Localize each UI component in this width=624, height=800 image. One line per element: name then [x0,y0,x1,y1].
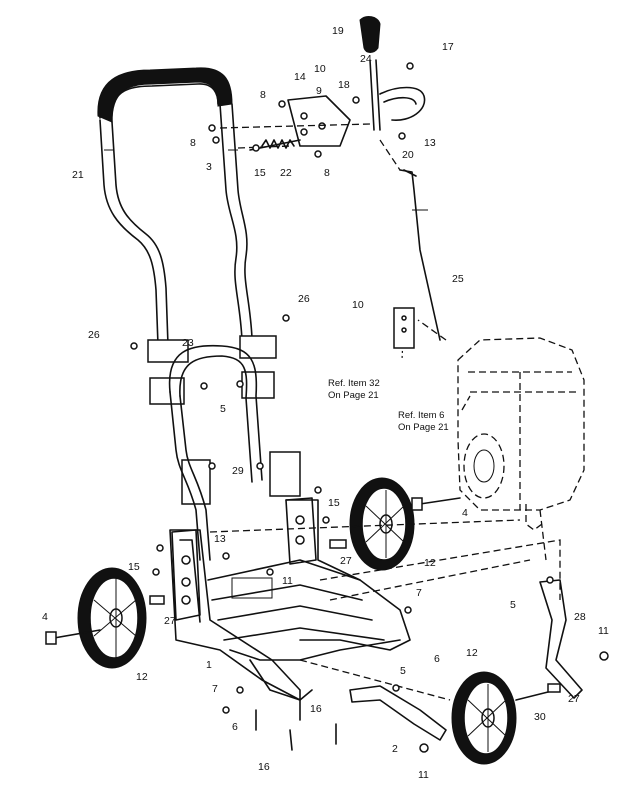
right-axle-plate [285,497,317,565]
callout-12-front: 12 [466,647,478,659]
upper-handle [97,67,253,346]
callout-19: 19 [332,25,344,37]
engine-outline [457,337,585,561]
callout-8-left: 8 [190,137,196,149]
callout-9: 9 [316,85,322,97]
callout-3: 3 [206,161,212,173]
callout-6-right: 6 [434,653,440,665]
callout-16-bottom: 16 [258,761,270,773]
callout-5-right: 5 [510,599,516,611]
ref-item-6-line2: On Page 21 [398,422,449,433]
hardware-markers [130,62,609,753]
callout-15-top: 15 [254,167,266,179]
callout-11-bottom: 11 [418,769,429,781]
cable-clamp [393,307,415,349]
callout-18: 18 [338,79,350,91]
callout-13-top: 13 [424,137,436,149]
callout-25: 25 [452,273,464,285]
callout-8-lower: 8 [324,167,330,179]
callout-6-left: 6 [232,721,238,733]
callout-26-right: 26 [298,293,310,305]
callout-4-left: 4 [42,611,48,623]
callout-8-upper: 8 [260,89,266,101]
wheel-left [77,567,147,669]
deck-frame [169,499,411,701]
axle-bolts [45,497,561,701]
height-adjust-arm [349,579,583,741]
callout-27-left: 27 [164,615,176,627]
callout-21: 21 [72,169,84,181]
callout-26-left: 26 [88,329,100,341]
callout-20: 20 [402,149,414,161]
callout-24: 24 [360,53,372,65]
callout-22: 22 [280,167,292,179]
wheel-front-right [451,671,517,765]
callout-10-top: 10 [314,63,326,75]
callout-29: 29 [232,465,244,477]
callout-10-mid: 10 [352,299,364,311]
ref-item-32-line1: Ref. Item 32 [328,378,380,389]
callout-7-left: 7 [212,683,218,695]
callout-1: 1 [206,659,212,671]
callout-27-mid: 27 [340,555,352,567]
callout-7-right: 7 [416,587,422,599]
callout-30: 30 [534,711,546,723]
callout-5-lower: 5 [400,665,406,677]
callout-11-right: 11 [598,625,609,637]
wheel-rear-right [349,477,415,571]
callout-14: 14 [294,71,306,83]
ref-item-32-line2: On Page 21 [328,390,379,401]
callout-4-right: 4 [462,507,468,519]
leader-lines [209,123,561,701]
lower-handle [168,344,263,561]
callout-15-left: 15 [128,561,140,573]
callout-12-left: 12 [136,671,148,683]
callout-11-mid: 11 [282,575,293,587]
callout-13-mid: 13 [214,533,226,545]
reference-notes: Ref. Item 32 On Page 21 Ref. Item 6 On P… [328,378,449,433]
left-axle-plate [171,529,201,621]
callout-5-upper: 5 [220,403,226,415]
handle-brackets [147,335,301,505]
callout-15-right: 15 [328,497,340,509]
callout-23: 23 [182,337,194,349]
callout-12-rear: 12 [424,557,436,569]
callout-2: 2 [392,743,398,755]
callout-28: 28 [574,611,586,623]
callout-17: 17 [442,41,454,53]
callout-16-mid: 16 [310,703,322,715]
ref-item-6-line1: Ref. Item 6 [398,410,444,421]
callout-labels: 19 17 24 10 18 14 8 9 8 13 20 3 15 22 8 … [42,25,609,781]
callout-27-right: 27 [568,693,580,705]
control-bracket [249,16,441,341]
